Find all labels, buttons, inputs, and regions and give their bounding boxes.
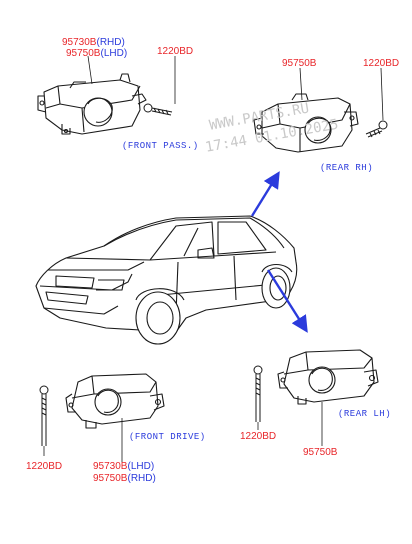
front-drive-code-rhd-number: 95750B [93,473,128,484]
rear-rh-code: 95750B [282,58,317,69]
front-drive-code-lhd-suffix: (LHD) [127,461,155,472]
front-pass-code-lhd-number: 95750B [66,48,101,59]
front-pass-actuator [37,73,147,135]
front-drive-code-lhd-number: 95730B [93,461,128,472]
front-pass-code-rhd-number: 95730B [62,37,97,48]
arrow-to-rear-rh [250,171,280,217]
arrow-to-rear-lh [266,269,308,333]
front-pass-code-lhd-suffix: (LHD) [100,48,128,59]
rear-lh-position: (REAR LH) [338,409,392,419]
front-drive-actuator [65,373,165,429]
front-pass-code-rhd-suffix: (RHD) [96,37,125,48]
front-pass-code-lhd: 95750B(LHD) [66,48,127,59]
rear-rh-bolt [365,120,388,138]
rear-rh-actuator [253,93,359,153]
rear-lh-code: 95750B [303,447,338,458]
rear-lh-actuator [277,349,379,405]
leader-lines [43,55,384,462]
rear-rh-bolt-code: 1220BD [363,58,400,69]
rear-lh-bolt [253,365,263,422]
front-drive-code-rhd: 95750B(RHD) [93,473,156,484]
front-drive-code-lhd: 95730B(LHD) [93,461,154,472]
front-drive-code-rhd-suffix: (RHD) [127,473,156,484]
front-drive-bolt-code: 1220BD [26,461,63,472]
front-pass-code-rhd: 95730B(RHD) [62,37,125,48]
car-illustration [35,215,298,345]
front-drive-position: (FRONT DRIVE) [129,432,206,442]
front-pass-bolt-code: 1220BD [157,46,194,57]
front-pass-bolt [143,103,173,116]
rear-lh-bolt-code: 1220BD [240,431,277,442]
front-pass-position: (FRONT PASS.) [122,141,199,151]
front-drive-bolt [39,385,49,446]
rear-rh-position: (REAR RH) [320,163,374,173]
